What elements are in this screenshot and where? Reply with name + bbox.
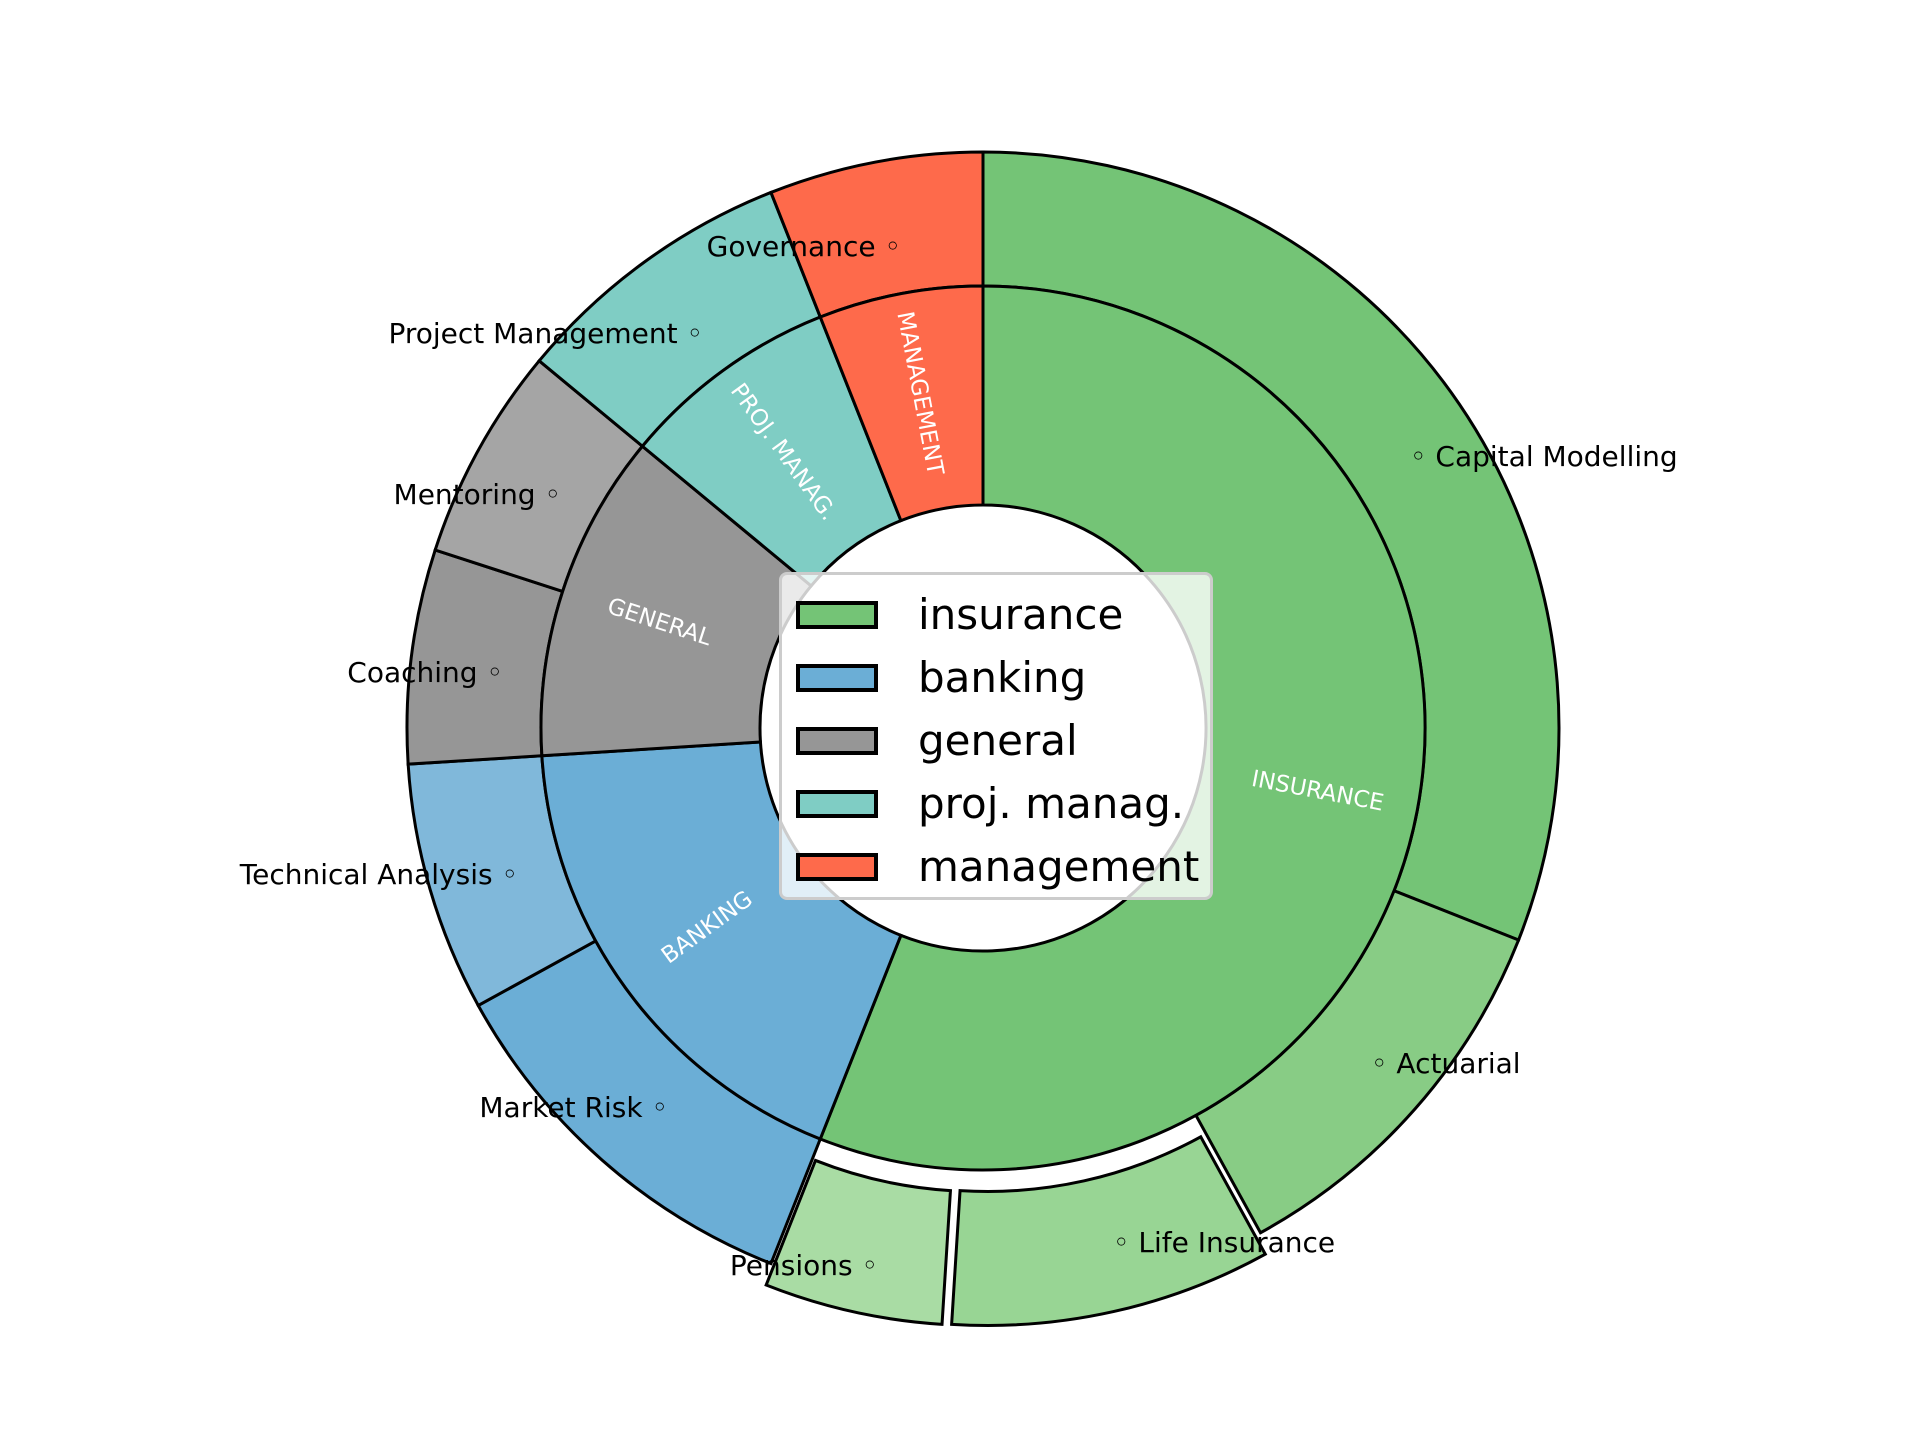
inner-ring: [539, 284, 1427, 1172]
legend-swatch-management: [796, 853, 878, 881]
legend-item-banking: banking: [796, 653, 1087, 702]
legend-item-management: management: [796, 842, 1200, 891]
legend-item-proj-manag: proj. manag.: [796, 779, 1185, 828]
outer-label-market-risk: Market Risk ◦: [479, 1091, 668, 1124]
legend-label: insurance: [918, 590, 1124, 639]
legend-item-general: general: [796, 716, 1078, 765]
outer-label-technical-analysis: Technical Analysis ◦: [239, 858, 518, 891]
outer-label-coaching: Coaching ◦: [347, 656, 503, 689]
outer-label-mentoring: Mentoring ◦: [394, 478, 561, 511]
outer-label-capital-modelling: ◦ Capital Modelling: [1410, 440, 1678, 473]
outer-ring-labels: ◦ Capital Modelling ◦ Actuarial ◦ Life Ins…: [239, 230, 1678, 1282]
legend-swatch-proj-manag: [796, 790, 878, 818]
outer-label-project-management: Project Management ◦: [388, 317, 703, 350]
outer-label-governance: Governance ◦: [707, 230, 901, 263]
legend-swatch-banking: [796, 664, 878, 692]
legend-swatch-insurance: [796, 601, 878, 629]
legend-label: proj. manag.: [918, 779, 1185, 828]
legend-label: management: [918, 842, 1200, 891]
chart-legend: insurance banking general proj. manag. m…: [779, 572, 1213, 900]
outer-label-life-insurance: ◦ Life Insurance: [1113, 1226, 1335, 1259]
legend-swatch-general: [796, 727, 878, 755]
outer-label-pensions: Pensions ◦: [730, 1249, 878, 1282]
outer-slice-pensions: [764, 1158, 953, 1326]
legend-item-insurance: insurance: [796, 590, 1124, 639]
inner-slice-management: [818, 284, 985, 523]
outer-slice-life-insurance: [950, 1134, 1268, 1327]
legend-label: general: [918, 716, 1078, 765]
legend-label: banking: [918, 653, 1087, 702]
outer-label-actuarial: ◦ Actuarial: [1371, 1047, 1521, 1080]
inner-slice-general: [539, 444, 814, 758]
